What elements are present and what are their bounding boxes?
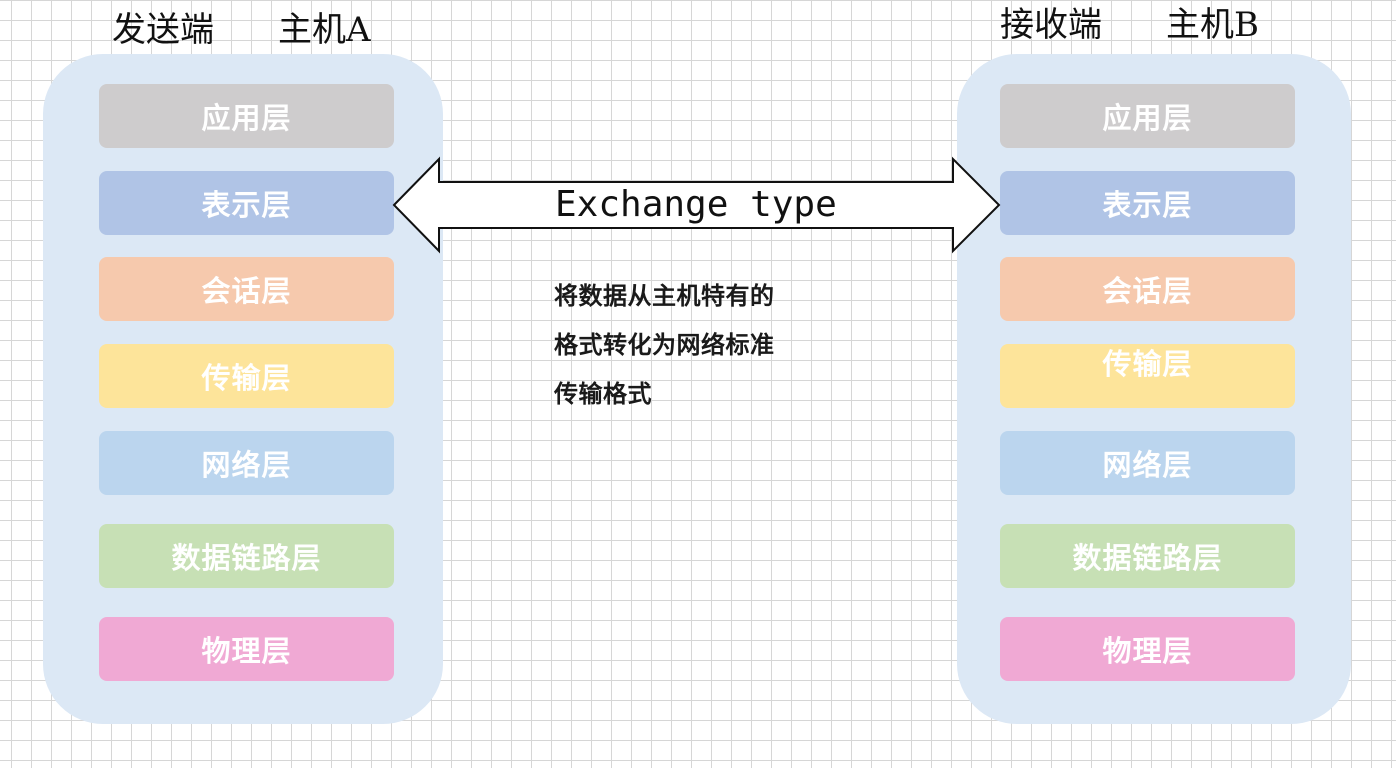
receiver-layer-stack: 应用层 表示层 会话层 传输层 网络层 数据链路层 物理层 [1000,0,1295,768]
receiver-role-label: 接收端 [1000,5,1102,45]
description-line: 传输格式 [554,380,652,408]
layer-label: 数据链路层 [1072,541,1223,575]
sender-layer-physical: 物理层 [99,617,394,681]
layer-label: 网络层 [1102,448,1193,482]
layer-label: 表示层 [1102,188,1193,222]
layer-label: 应用层 [201,101,292,135]
receiver-layer-network: 网络层 [1000,431,1295,495]
layer-label: 数据链路层 [171,541,322,575]
layer-label: 应用层 [1102,101,1193,135]
layer-label: 会话层 [201,274,292,308]
sender-layer-presentation: 表示层 [99,171,394,235]
sender-layer-transport: 传输层 [99,344,394,408]
layer-label: 网络层 [201,448,292,482]
sender-layer-application: 应用层 [99,84,394,148]
layer-label: 传输层 [201,361,292,395]
sender-layer-network: 网络层 [99,431,394,495]
sender-layer-datalink: 数据链路层 [99,524,394,588]
receiver-host-label: 主机B [1166,5,1259,45]
description-line: 格式转化为网络标准 [554,331,775,359]
description-line: 将数据从主机特有的 [554,282,775,310]
layer-label: 物理层 [1102,634,1193,668]
layer-label: 表示层 [201,188,292,222]
sender-layer-session: 会话层 [99,257,394,321]
receiver-layer-session: 会话层 [1000,257,1295,321]
sender-role-label: 发送端 [112,10,214,50]
layer-label: 物理层 [201,634,292,668]
receiver-layer-application: 应用层 [1000,84,1295,148]
receiver-layer-transport: 传输层 [1000,344,1295,408]
layer-label: 传输层 [1102,347,1193,381]
receiver-layer-datalink: 数据链路层 [1000,524,1295,588]
sender-host-label: 主机A [278,10,371,50]
double-arrow-shape [392,156,1001,254]
receiver-layer-presentation: 表示层 [1000,171,1295,235]
receiver-layer-physical: 物理层 [1000,617,1295,681]
sender-layer-stack: 应用层 表示层 会话层 传输层 网络层 数据链路层 物理层 [99,0,394,768]
exchange-type-label: Exchange type [555,184,837,225]
layer-label: 会话层 [1102,274,1193,308]
